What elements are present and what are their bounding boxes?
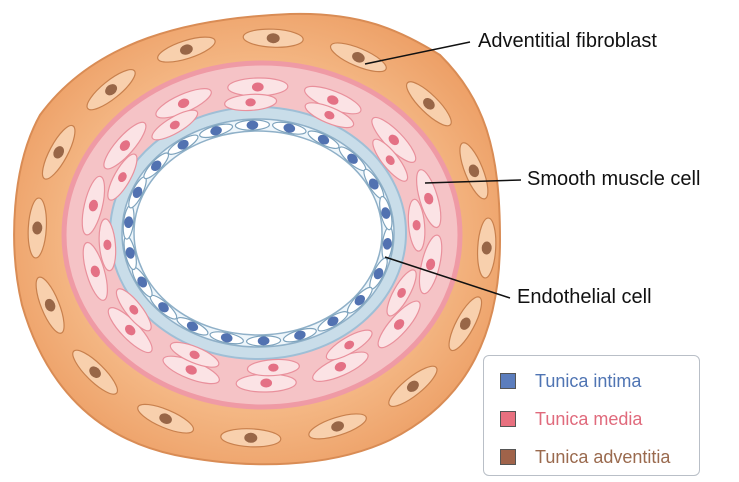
legend-label-intima: Tunica intima	[535, 371, 641, 392]
label-adventitial-fibroblast: Adventitial fibroblast	[478, 30, 657, 53]
lumen	[134, 131, 382, 335]
legend-label-media: Tunica media	[535, 409, 642, 430]
legend: Tunica intima Tunica media Tunica advent…	[483, 355, 700, 476]
legend-label-adventitia: Tunica adventitia	[535, 447, 670, 468]
intima-swatch	[500, 373, 516, 389]
legend-item-adventitia: Tunica adventitia	[500, 446, 670, 468]
legend-item-media: Tunica media	[500, 408, 642, 430]
adventitia-swatch	[500, 449, 516, 465]
media-swatch	[500, 411, 516, 427]
legend-item-intima: Tunica intima	[500, 370, 641, 392]
label-endothelial-cell: Endothelial cell	[517, 286, 652, 309]
label-smooth-muscle-cell: Smooth muscle cell	[527, 168, 700, 191]
